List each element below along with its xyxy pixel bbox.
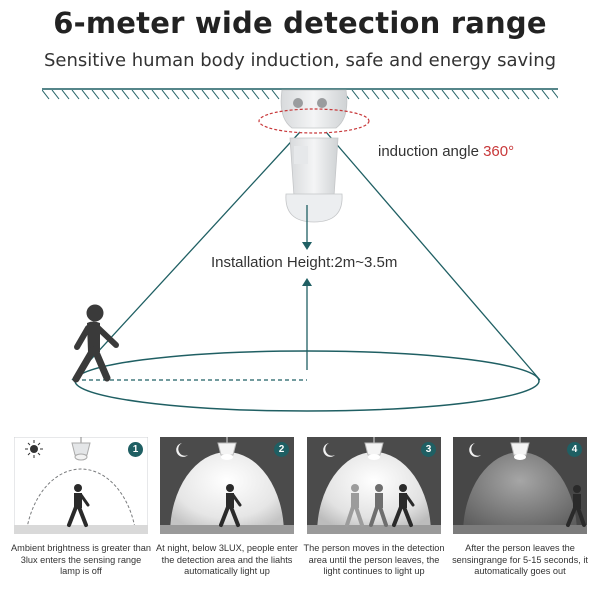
person-icon (566, 485, 586, 527)
step-3-panel: 3 (307, 437, 441, 534)
lamp-icon (510, 437, 530, 460)
person-icon (67, 484, 90, 527)
moon-icon (469, 443, 481, 457)
person-icon (392, 484, 415, 527)
induction-angle-label: induction angle 360° (378, 143, 515, 160)
installation-height-label: Installation Height:2m~3.5m (211, 254, 398, 271)
lamp-icon (364, 437, 384, 460)
step-number-badge: 4 (567, 442, 582, 457)
induction-angle-value: 360° (483, 143, 515, 160)
step-4-panel: 4 (453, 437, 587, 534)
step-3-caption: The person moves in the detection area u… (303, 543, 445, 576)
moon-icon (176, 443, 188, 457)
walking-person-icon (72, 304, 119, 383)
page-title: 6-meter wide detection range (53, 6, 547, 40)
step-2-panel: 2 (160, 437, 294, 534)
step-number-badge: 3 (421, 442, 436, 457)
step-1-panel: 1 (14, 437, 148, 534)
sensor-lamp (258, 89, 370, 223)
lamp-icon (217, 437, 237, 460)
page-subtitle: Sensitive human body induction, safe and… (43, 50, 557, 71)
sun-icon (25, 440, 43, 458)
step-number-badge: 1 (128, 442, 143, 457)
height-arrows (302, 205, 312, 370)
step-2-caption: At night, below 3LUX, people enter the d… (156, 543, 298, 576)
step-4-caption: After the person leaves the sensingrange… (452, 543, 588, 576)
person-ghost-icon (345, 484, 364, 527)
person-ghost-icon (369, 484, 388, 527)
person-icon (219, 484, 242, 527)
lamp-icon (71, 437, 91, 461)
step-1-caption: Ambient brightness is greater than 3lux … (11, 543, 151, 576)
moon-icon (323, 443, 335, 457)
detection-diagram (42, 88, 558, 412)
angle-indicator-ring (258, 108, 370, 134)
step-number-badge: 2 (274, 442, 289, 457)
